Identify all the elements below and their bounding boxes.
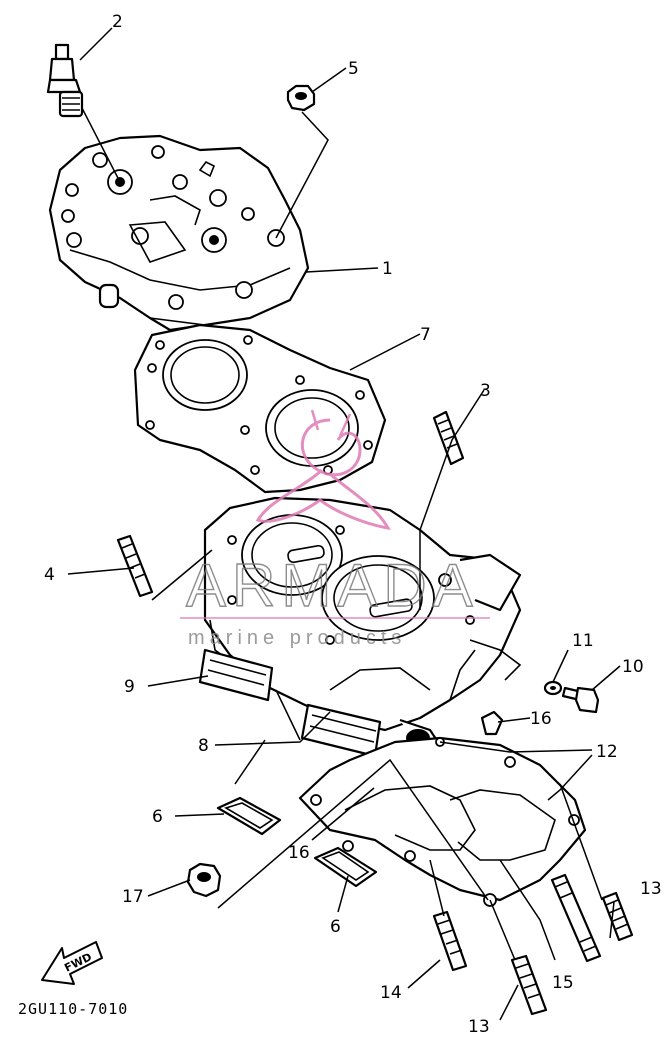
diagram-code: 2GU110-7010 — [18, 1000, 128, 1018]
stud-3-part — [432, 410, 465, 466]
watermark-brand: ARMADA — [186, 552, 479, 619]
callout-9: 9 — [124, 677, 135, 697]
callout-16-upper: 16 — [530, 709, 552, 729]
washer-part — [543, 680, 563, 696]
callout-11: 11 — [572, 631, 594, 651]
callout-10: 10 — [622, 657, 644, 677]
callout-3: 3 — [480, 381, 491, 401]
watermark-logo: ARMADA marine products — [180, 409, 490, 649]
callout-13-right: 13 — [640, 879, 662, 899]
watermark-tagline: marine products — [188, 627, 406, 649]
stud-4-part — [116, 534, 154, 598]
base-gasket-part — [298, 736, 587, 907]
spark-plug-part — [46, 43, 84, 118]
leader-lines — [67, 27, 621, 1021]
small-gasket-6a-part — [216, 796, 282, 836]
plug-16a-part — [480, 710, 504, 736]
cylinder-head-part — [48, 134, 310, 332]
head-gasket-part — [133, 323, 387, 494]
small-gasket-6b-part — [313, 846, 378, 888]
nut-17-part — [186, 862, 222, 898]
callout-8: 8 — [198, 736, 209, 756]
callout-14: 14 — [380, 983, 402, 1003]
callout-12: 12 — [596, 742, 618, 762]
stud-13b-part — [510, 954, 548, 1016]
callout-7: 7 — [420, 325, 431, 345]
callout-6-left: 6 — [152, 807, 163, 827]
callout-4: 4 — [44, 565, 55, 585]
stud-15-part — [550, 873, 602, 963]
callout-13-bottom: 13 — [468, 1017, 490, 1037]
forward-arrow-icon: FWD — [41, 941, 103, 985]
stud-13a-part — [601, 891, 634, 942]
cylinder-block-part — [203, 496, 522, 754]
callout-labels: 2 5 1 7 3 4 9 11 10 16 8 12 6 16 17 6 13… — [44, 12, 662, 1037]
exhaust-gasket-9-part — [198, 648, 274, 702]
callout-5: 5 — [348, 59, 359, 79]
callout-16-lower: 16 — [288, 843, 310, 863]
callout-15: 15 — [552, 973, 574, 993]
callout-6-lower: 6 — [330, 917, 341, 937]
callout-1: 1 — [382, 259, 393, 279]
callout-17: 17 — [122, 887, 144, 907]
head-nut-part — [286, 84, 316, 112]
callout-2: 2 — [112, 12, 123, 32]
bolt-part — [561, 686, 600, 714]
